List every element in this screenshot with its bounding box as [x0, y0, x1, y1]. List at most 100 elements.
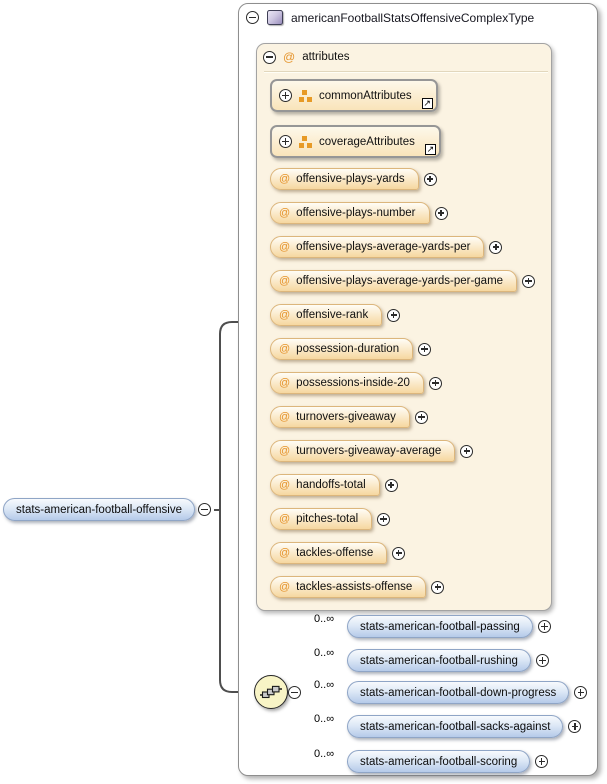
collapse-minus-icon[interactable] — [246, 11, 259, 24]
expand-plus-icon[interactable] — [568, 720, 582, 733]
attribute-pill[interactable]: @ offensive-plays-number — [270, 202, 430, 224]
attribute-pill[interactable]: @ offensive-plays-average-yards-per — [270, 236, 485, 258]
attribute-pill[interactable]: @turnovers-giveaway-average — [270, 440, 456, 462]
expand-plus-icon[interactable] — [535, 755, 549, 768]
attribute-name: tackles-offense — [296, 547, 374, 559]
cardinality-label: 0..∞ — [314, 747, 335, 760]
attribute-row: @ tackles-assists-offense — [270, 576, 445, 598]
attribute-at-icon: @ — [279, 479, 291, 491]
attribute-pill[interactable]: @ tackles-assists-offense — [270, 576, 427, 598]
expand-plus-icon[interactable] — [418, 342, 432, 356]
attribute-pill[interactable]: @ turnovers-giveaway — [270, 406, 410, 428]
complex-type-box: americanFootballStatsOffensiveComplexTyp… — [238, 3, 598, 776]
attribute-group-label: commonAttributes — [319, 89, 412, 102]
child-element-row: 0..∞ stats-american-football-passing — [314, 612, 551, 638]
child-element-row: 0..∞ stats-american-football-scoring — [314, 747, 549, 773]
expand-plus-icon[interactable] — [535, 654, 549, 667]
expand-plus-icon[interactable] — [392, 546, 406, 560]
attribute-row: @ offensive-plays-number — [270, 202, 448, 224]
attribute-row: @ offensive-plays-yards — [270, 168, 437, 190]
attribute-row: @handoffs-total — [270, 474, 398, 496]
expand-plus-icon[interactable] — [428, 376, 442, 390]
collapse-minus-icon[interactable] — [197, 503, 211, 516]
expand-plus-icon[interactable] — [279, 135, 292, 148]
attribute-group-common[interactable]: commonAttributes ↗ — [270, 79, 438, 112]
attribute-at-icon: @ — [279, 581, 291, 593]
attribute-group-icon — [299, 89, 312, 102]
attribute-pill[interactable]: @ offensive-plays-average-yards-per-game — [270, 270, 518, 292]
element-pill[interactable]: stats-american-football-sacks-against — [347, 715, 564, 738]
attribute-name: offensive-plays-number — [296, 207, 416, 219]
collapse-minus-icon[interactable] — [288, 686, 301, 699]
attribute-pill[interactable]: @ possession-duration — [270, 338, 414, 360]
attribute-at-icon: @ — [279, 309, 291, 321]
attribute-name: possession-duration — [296, 343, 400, 355]
child-element-row: 0..∞ stats-american-football-sacks-again… — [314, 713, 582, 738]
attribute-row: @ possessions-inside-20 — [270, 372, 442, 394]
expand-plus-icon[interactable] — [423, 172, 437, 186]
attribute-pill[interactable]: @handoffs-total — [270, 474, 380, 496]
expand-plus-icon[interactable] — [522, 274, 536, 288]
expand-plus-icon[interactable] — [431, 580, 445, 594]
root-element-row: stats-american-football-offensive — [3, 498, 211, 521]
attribute-name: tackles-assists-offense — [296, 581, 413, 593]
attribute-row: @ possession-duration — [270, 338, 432, 360]
element-label: stats-american-football-rushing — [360, 654, 518, 667]
expand-plus-icon[interactable] — [377, 512, 391, 526]
attribute-at-icon: @ — [279, 207, 291, 219]
attribute-row: @pitches-total — [270, 508, 391, 530]
complex-type-title: americanFootballStatsOffensiveComplexTyp… — [291, 10, 535, 25]
attribute-pill[interactable]: @ offensive-plays-yards — [270, 168, 419, 190]
attribute-name: offensive-plays-yards — [296, 173, 405, 185]
complex-type-icon — [267, 10, 283, 25]
element-pill[interactable]: stats-american-football-passing — [347, 615, 533, 638]
attribute-at-icon: @ — [279, 377, 291, 389]
attribute-name: turnovers-giveaway — [296, 411, 396, 423]
attribute-at-icon: @ — [279, 173, 291, 185]
attribute-at-icon: @ — [279, 411, 291, 423]
cardinality-label: 0..∞ — [314, 646, 335, 659]
attribute-name: offensive-plays-average-yards-per — [296, 241, 471, 253]
attribute-name: offensive-rank — [296, 309, 369, 321]
expand-plus-icon[interactable] — [537, 620, 551, 633]
attribute-pill[interactable]: @pitches-total — [270, 508, 373, 530]
expand-plus-icon[interactable] — [434, 206, 448, 220]
attribute-pill[interactable]: @ tackles-offense — [270, 542, 388, 564]
attribute-name: offensive-plays-average-yards-per-game — [296, 275, 504, 287]
cardinality-label: 0..∞ — [314, 612, 335, 625]
attribute-pill[interactable]: @ possessions-inside-20 — [270, 372, 424, 394]
attribute-group-coverage[interactable]: coverageAttributes ↗ — [270, 125, 441, 158]
attribute-at-icon: @ — [279, 275, 291, 287]
expand-plus-icon[interactable] — [460, 444, 474, 458]
attribute-at-icon: @ — [279, 343, 291, 355]
attribute-at-icon: @ — [279, 241, 291, 253]
expand-plus-icon[interactable] — [279, 89, 292, 102]
expand-plus-icon[interactable] — [489, 240, 503, 254]
element-pill[interactable]: stats-american-football-scoring — [347, 750, 531, 773]
attribute-row: @ tackles-offense — [270, 542, 406, 564]
attribute-pill[interactable]: @ offensive-rank — [270, 304, 383, 326]
attribute-at-icon: @ — [279, 513, 291, 525]
root-element-pill[interactable]: stats-american-football-offensive — [3, 498, 195, 521]
attribute-row: @ turnovers-giveaway — [270, 406, 428, 428]
element-label: stats-american-football-down-progress — [360, 686, 557, 699]
attribute-at-icon: @ — [279, 445, 291, 457]
child-element-row: 0..∞ stats-american-football-down-progre… — [314, 679, 588, 704]
sequence-compositor[interactable] — [254, 675, 288, 709]
expand-plus-icon[interactable] — [574, 686, 588, 699]
attributes-section-label: attributes — [302, 51, 350, 63]
header-separator — [264, 71, 548, 73]
attribute-at-icon: @ — [283, 50, 296, 64]
attribute-at-icon: @ — [279, 547, 291, 559]
element-pill[interactable]: stats-american-football-rushing — [347, 649, 531, 672]
expand-plus-icon[interactable] — [384, 478, 398, 492]
open-reference-icon[interactable]: ↗ — [421, 98, 433, 109]
collapse-minus-icon[interactable] — [263, 50, 276, 64]
open-reference-icon[interactable]: ↗ — [424, 144, 436, 155]
element-pill[interactable]: stats-american-football-down-progress — [347, 681, 570, 704]
expand-plus-icon[interactable] — [414, 410, 428, 424]
element-label: stats-american-football-scoring — [360, 755, 518, 768]
attributes-header: @ attributes — [263, 50, 350, 64]
expand-plus-icon[interactable] — [387, 308, 401, 322]
attribute-name: possessions-inside-20 — [296, 377, 410, 389]
